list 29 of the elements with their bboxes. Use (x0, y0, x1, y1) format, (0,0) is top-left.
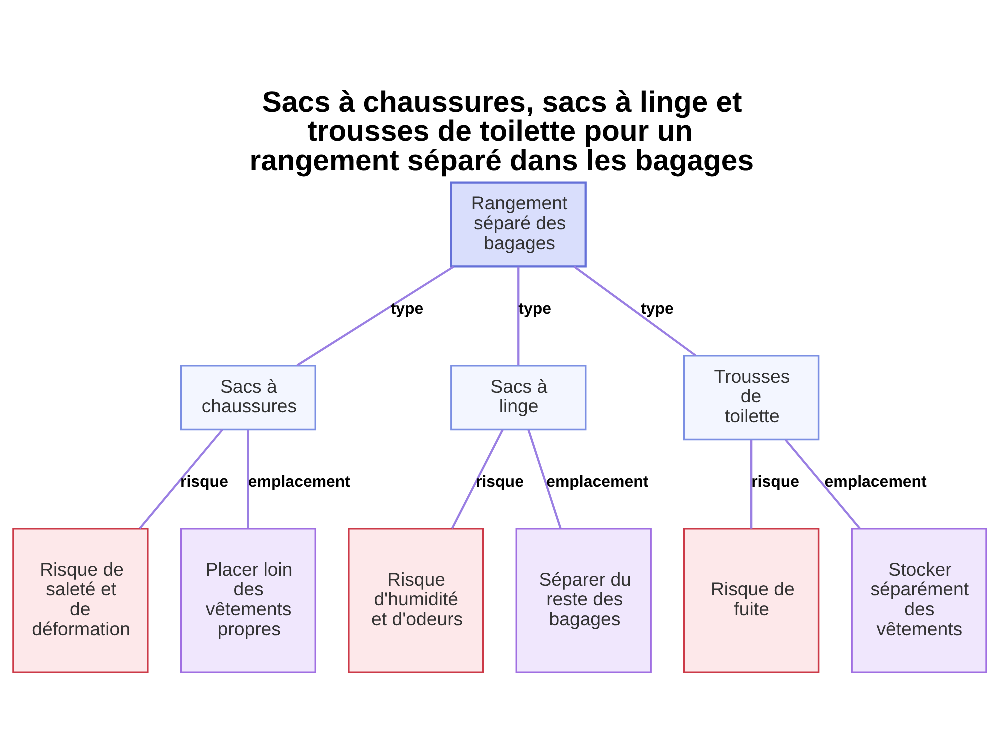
connector (296, 266, 454, 366)
node-box: Rangement séparé des bagages (450, 181, 587, 268)
node-box: Risque de fuite (684, 528, 820, 674)
edge-label: emplacement (546, 474, 649, 491)
connector (518, 266, 520, 366)
node-box: Risque de saleté et de déformation (12, 528, 149, 674)
edge-label: emplacement (824, 474, 927, 491)
connector (574, 266, 696, 356)
connector (785, 438, 862, 530)
edge-label: risque (752, 474, 800, 491)
edge-label: risque (180, 474, 228, 491)
node-box: Sacs à linge (450, 364, 587, 430)
edge-label: type (518, 300, 552, 318)
connector (247, 430, 250, 528)
diagram-title: Sacs à chaussures, sacs à linge et trousses de toilette pour un rangement séparé dans les bagages (250, 85, 754, 177)
edge-label: type (390, 300, 424, 318)
node-box: Séparer du reste des bagages (516, 528, 652, 674)
node-box: Stocker séparément des vêtements (851, 528, 988, 674)
node-box: Sacs à chaussures (180, 364, 316, 430)
connector (139, 428, 224, 529)
edge-label: emplacement (248, 474, 350, 491)
edge-label: type (641, 300, 674, 318)
connector (750, 440, 753, 528)
edge-label: risque (476, 474, 524, 491)
connector (451, 429, 504, 529)
connector (528, 429, 562, 528)
node-box: Placer loin des vêtements propres (180, 528, 316, 674)
node-box: Trousses de toilette (684, 354, 820, 440)
node-box: Risque d'humidité et d'odeurs (348, 528, 484, 674)
